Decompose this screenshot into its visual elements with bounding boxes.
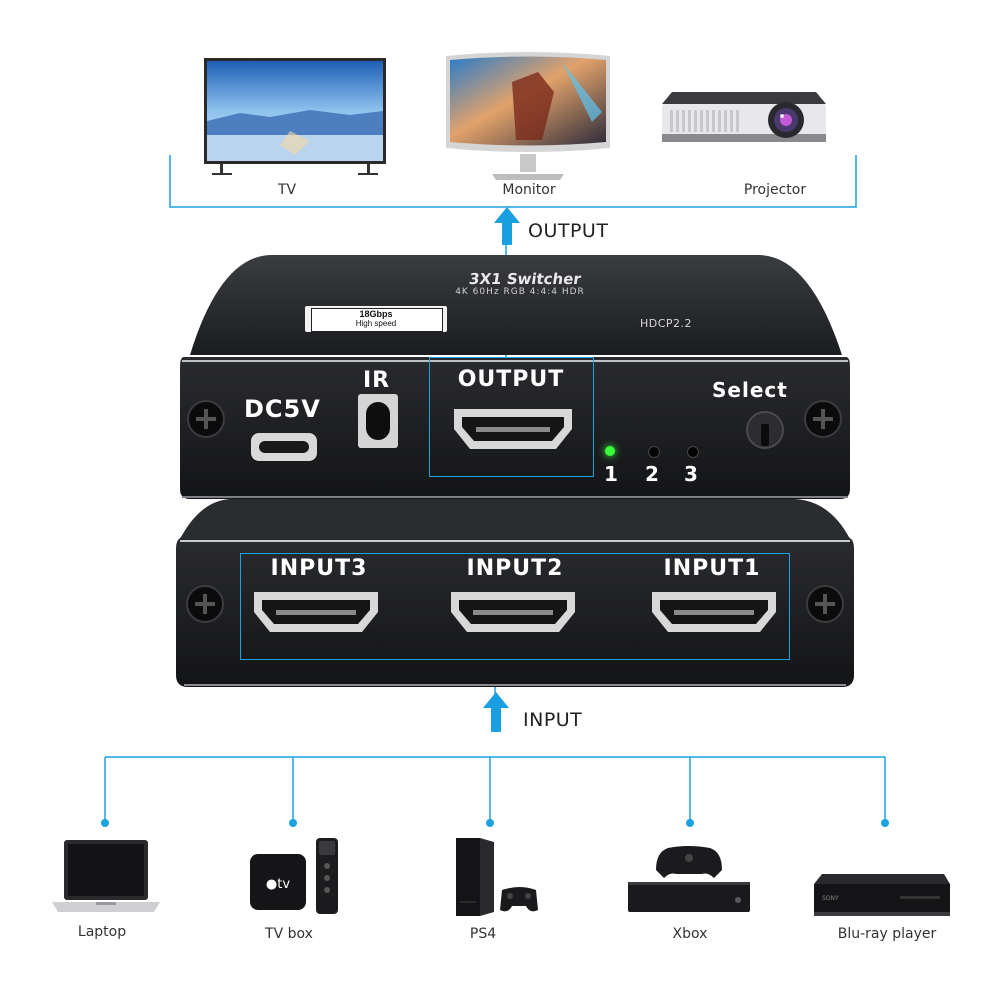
input1-label: INPUT1 [663, 556, 761, 581]
svg-text:SONY: SONY [822, 895, 839, 902]
input-label-laptop: Laptop [77, 924, 127, 940]
switcher-title: 3X1 Switcher [467, 270, 583, 288]
input-label-ps4: PS4 [469, 926, 497, 942]
output-port-label: OUTPUT [457, 367, 565, 392]
tv-icon [204, 58, 386, 175]
output-arrow-icon [494, 207, 520, 245]
output-label-monitor: Monitor [502, 182, 556, 198]
input-label-blu-ray-player: Blu-ray player [837, 926, 937, 942]
hdmi-input2-port[interactable] [447, 588, 579, 636]
screw-right-top [804, 400, 842, 438]
ir-port[interactable] [358, 394, 398, 448]
led-2-label: 2 [645, 462, 660, 486]
svg-text:●tv: ●tv [266, 877, 290, 892]
monitor-icon [446, 52, 610, 180]
select-button[interactable] [746, 411, 784, 449]
input3-label: INPUT3 [270, 556, 368, 581]
led-1-indicator [605, 446, 615, 456]
input2-label: INPUT2 [466, 556, 564, 581]
hdmi-input3-port[interactable] [250, 588, 382, 636]
input-arrow-icon [483, 692, 509, 732]
output-highlight-frame [429, 357, 594, 477]
input-highlight-frame [240, 553, 790, 660]
badge-line2: High speed [355, 319, 397, 328]
led-3-label: 3 [684, 462, 699, 486]
blu-ray-player-icon: SONY [814, 874, 950, 916]
hdmi-output-port[interactable] [450, 405, 576, 453]
ps4-icon [456, 838, 538, 916]
bandwidth-badge: 18Gbps High speed [305, 306, 447, 332]
hdcp-label: HDCP2.2 [640, 317, 693, 330]
hdmi-input1-port[interactable] [648, 588, 780, 636]
output-label-projector: Projector [743, 182, 807, 198]
led-3-indicator [687, 446, 699, 458]
input-flow-label: INPUT [523, 709, 583, 731]
power-port[interactable] [251, 433, 317, 461]
switcher-subtitle: 4K 60Hz RGB 4:4:4 HDR [455, 287, 585, 297]
screw-left-top [187, 400, 225, 438]
tv-box-icon: ●tv [250, 838, 338, 914]
ir-label: IR [363, 368, 391, 393]
laptop-icon [52, 840, 160, 912]
screw-left-bottom [186, 585, 224, 623]
screw-right-bottom [806, 585, 844, 623]
input-label-xbox: Xbox [672, 926, 708, 942]
xbox-icon [628, 846, 750, 912]
input-label-tv-box: TV box [265, 926, 313, 942]
badge-line1: 18Gbps [359, 309, 393, 319]
output-label-tv: TV [277, 182, 297, 198]
select-label: Select [712, 378, 788, 402]
projector-icon [662, 92, 826, 142]
output-flow-label: OUTPUT [528, 220, 609, 242]
dc5v-label: DC5V [244, 395, 321, 423]
led-2-indicator [648, 446, 660, 458]
led-1-label: 1 [604, 462, 619, 486]
